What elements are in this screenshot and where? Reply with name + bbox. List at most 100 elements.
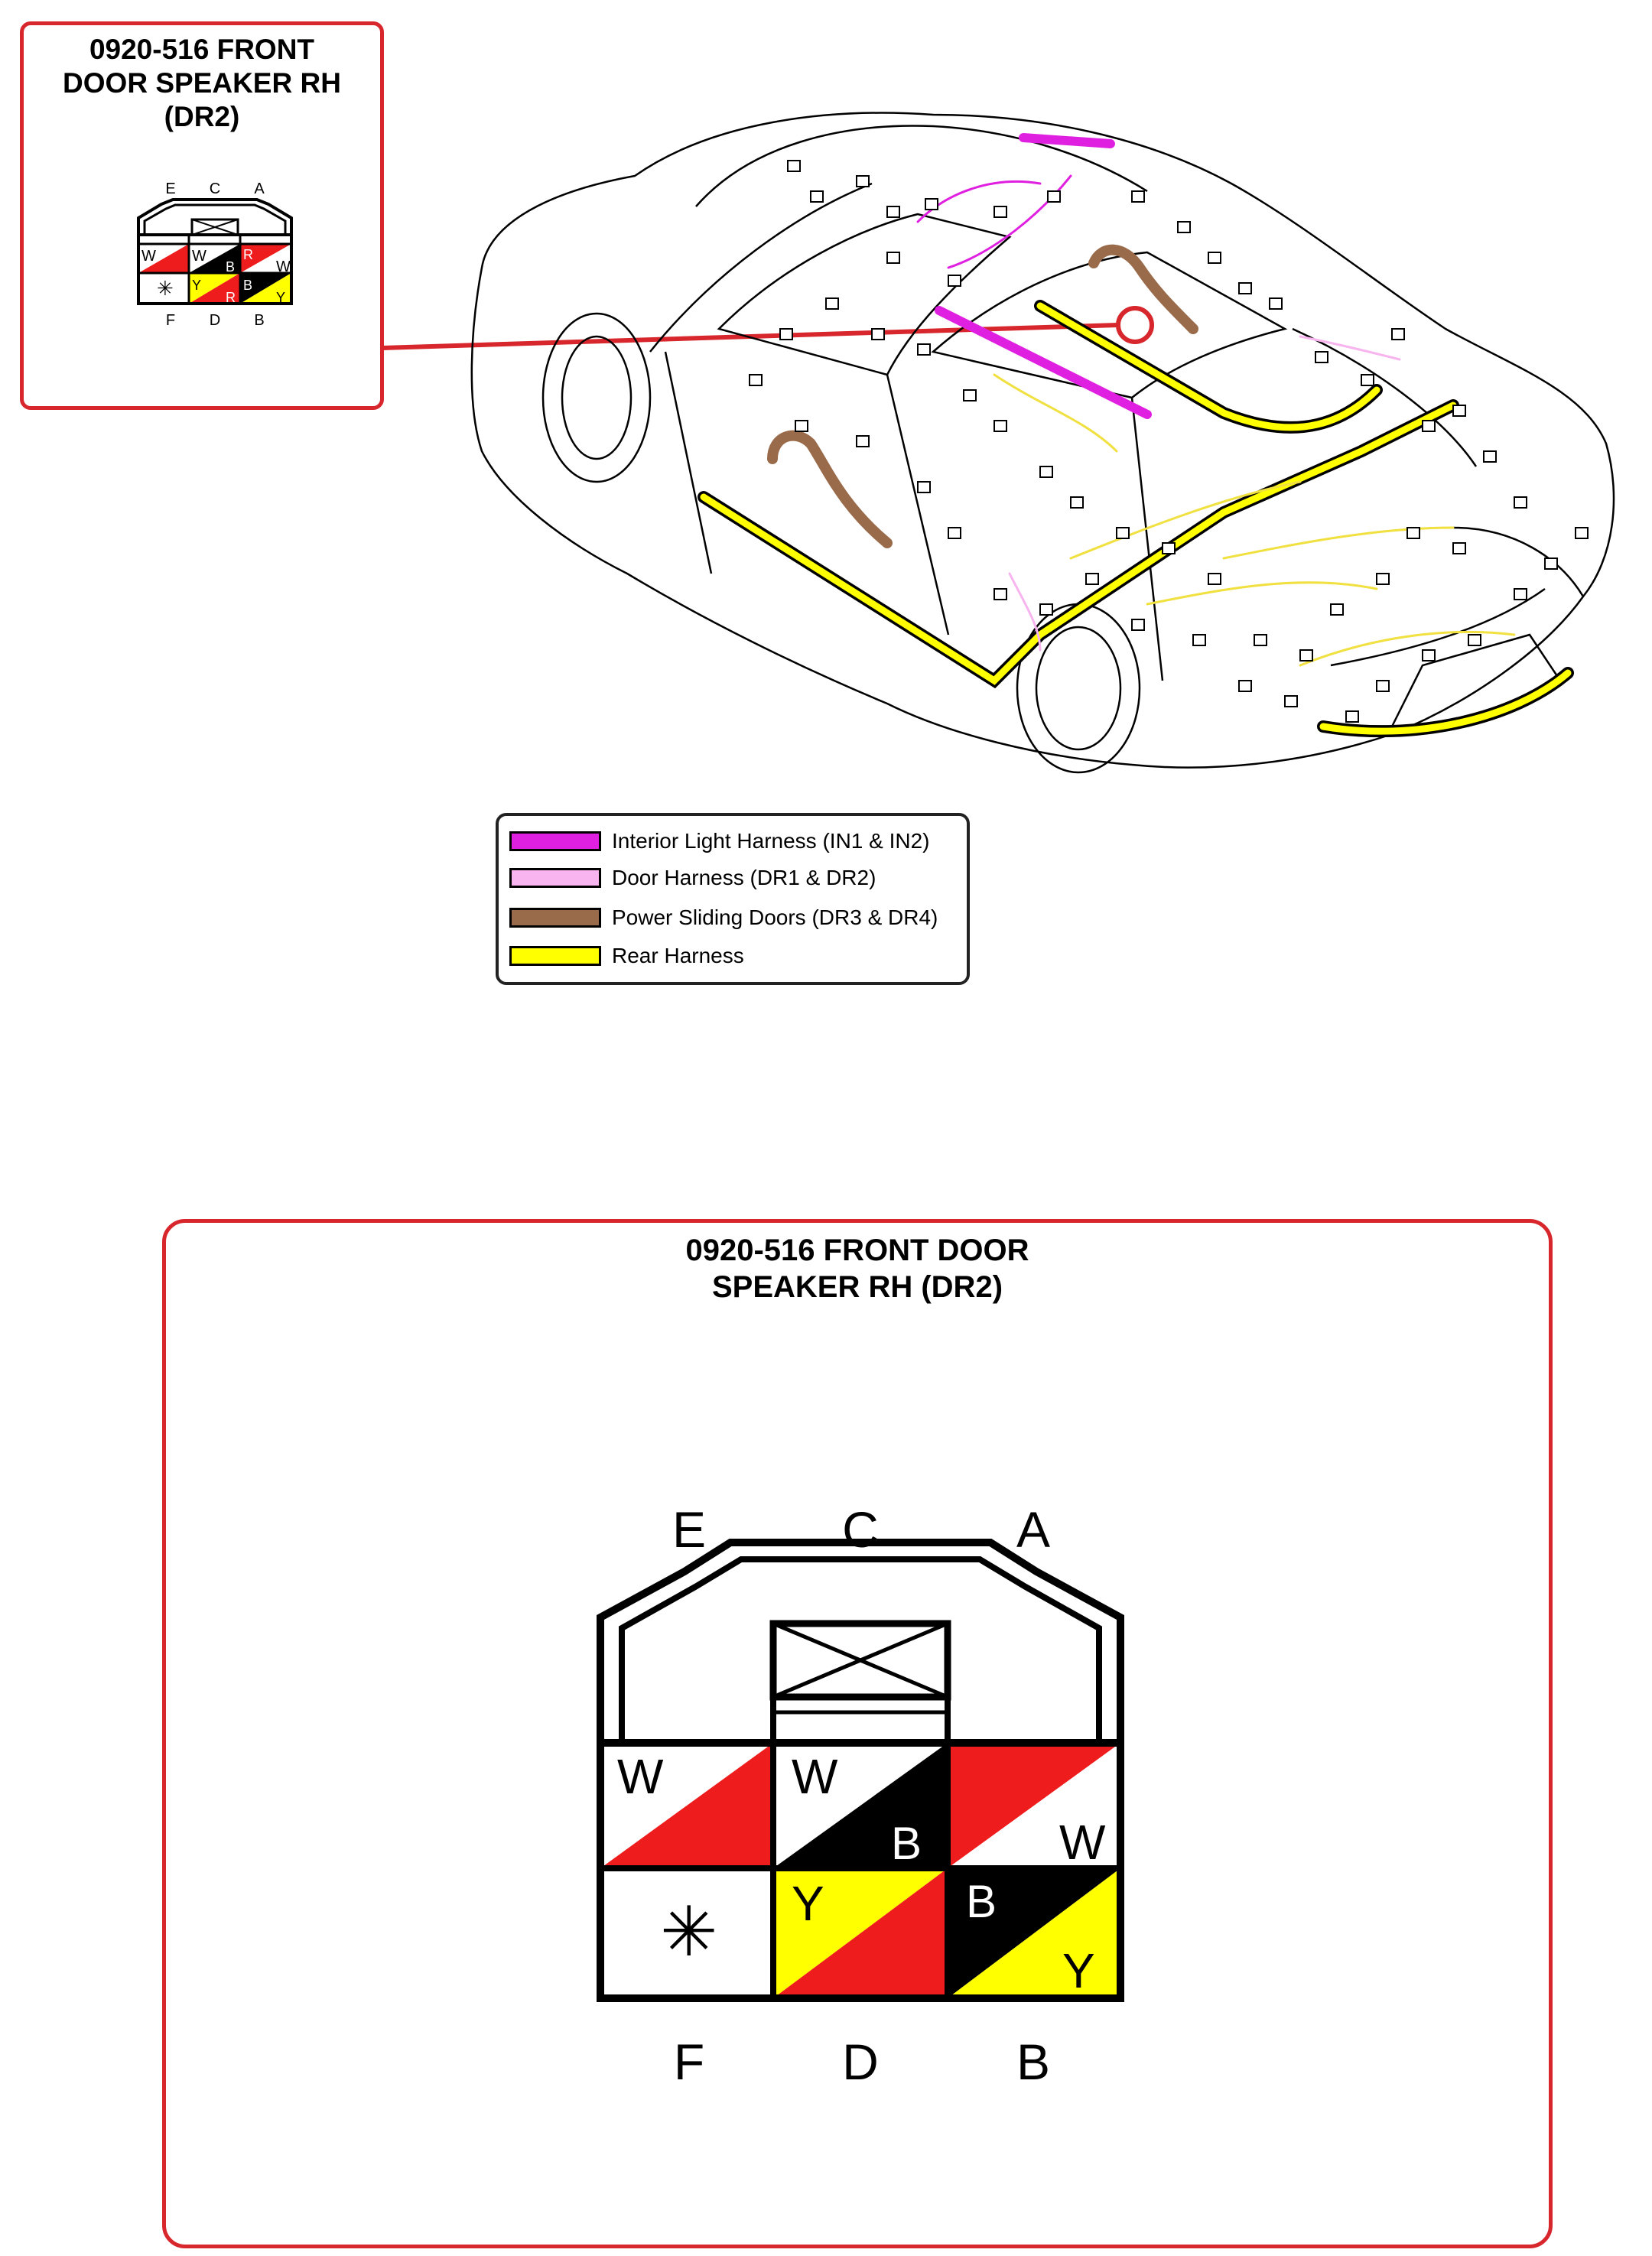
pin-a-cell xyxy=(948,1743,1120,1868)
harness-connector-glyph xyxy=(856,435,870,447)
harness-connector-glyph xyxy=(993,206,1007,218)
harness-connector-glyph xyxy=(1452,405,1466,417)
large-title-line1: 0920-516 FRONT DOOR xyxy=(685,1234,1029,1267)
harness-connector-glyph xyxy=(948,527,961,539)
harness-connector-glyph xyxy=(917,343,931,356)
label-b: B xyxy=(1016,2033,1050,2090)
harness-connector-glyph xyxy=(1131,190,1145,203)
harness-connector-glyph xyxy=(1284,695,1298,707)
harness-connector-glyph xyxy=(1039,603,1053,616)
harness-connector-glyph xyxy=(1468,634,1481,646)
pin-e-cell xyxy=(600,1743,773,1868)
harness-connector-glyph xyxy=(749,374,763,386)
harness-connector-glyph xyxy=(1085,573,1099,585)
harness-connector-glyph xyxy=(1238,680,1252,692)
legend-label-rear-harness: Rear Harness xyxy=(612,944,744,967)
small-title-line1: 0920-516 FRONT xyxy=(89,34,315,65)
harness-connector-glyph xyxy=(1254,634,1267,646)
legend-item-door-harness: Door Harness (DR1 & DR2) xyxy=(509,865,876,891)
pin-b-lower: Y xyxy=(1062,1943,1095,1998)
small-pin-e-lower: R xyxy=(177,259,187,275)
pin-f-cell xyxy=(600,1868,773,1998)
harness-connector-glyph xyxy=(810,190,824,203)
harness-connector-glyph xyxy=(1269,297,1283,310)
large-connector-panel: 0920-516 FRONT DOOR SPEAKER RH (DR2) xyxy=(162,1219,1553,2248)
harness-connector-glyph xyxy=(1238,282,1252,294)
harness-connector-glyph xyxy=(886,206,900,218)
harness-connector-glyph xyxy=(886,252,900,264)
harness-connector-glyph xyxy=(871,328,885,340)
harness-connector-glyph xyxy=(1376,573,1390,585)
harness-connector-glyph xyxy=(1544,557,1558,570)
small-connector-callout: 0920-516 FRONT DOOR SPEAKER RH (DR2) W xyxy=(20,21,384,410)
pin-f-asterisk: ✳ xyxy=(660,1894,717,1971)
harness-connector-glyph xyxy=(779,328,793,340)
small-title-line2: DOOR SPEAKER RH xyxy=(63,67,341,99)
harness-connector-glyph xyxy=(787,160,801,172)
harness-connector-glyph xyxy=(1177,221,1191,233)
legend-swatch-interior-light xyxy=(509,831,601,851)
harness-connector-glyph xyxy=(1330,603,1344,616)
legend-label-power-sliding-doors: Power Sliding Doors (DR3 & DR4) xyxy=(612,905,938,929)
small-pin-e-upper: W xyxy=(141,248,156,265)
harness-connector-glyph xyxy=(1452,542,1466,554)
small-pin-f-mark: ✳ xyxy=(157,277,174,300)
legend-swatch-rear-harness xyxy=(509,946,601,966)
legend-label-interior-light: Interior Light Harness (IN1 & IN2) xyxy=(612,829,930,853)
small-pin-b-lower: Y xyxy=(276,290,285,305)
large-panel-title: 0920-516 FRONT DOOR SPEAKER RH (DR2) xyxy=(166,1232,1549,1305)
harness-connector-glyph xyxy=(856,175,870,187)
harness-connector-glyph xyxy=(1376,680,1390,692)
harness-connector-glyph xyxy=(948,275,961,287)
label-e: E xyxy=(672,1501,706,1558)
harness-connector-glyph xyxy=(1391,328,1405,340)
harness-connector-glyph xyxy=(1361,374,1374,386)
small-pin-d-lower: R xyxy=(226,290,236,305)
harness-connector-glyph xyxy=(993,420,1007,432)
pin-a-lower: W xyxy=(1059,1815,1106,1870)
legend-swatch-door-harness xyxy=(509,868,601,888)
small-callout-title: 0920-516 FRONT DOOR SPEAKER RH (DR2) xyxy=(24,33,380,134)
pin-c-upper: W xyxy=(792,1749,838,1804)
label-d: D xyxy=(842,2033,879,2090)
pin-e-upper: W xyxy=(617,1749,664,1804)
small-pin-c-lower: B xyxy=(226,259,235,275)
harness-connector-glyph xyxy=(1514,588,1527,600)
label-a: A xyxy=(1016,1501,1050,1558)
pin-c-cell xyxy=(773,1743,948,1868)
small-label-b: B xyxy=(254,312,264,329)
harness-connector-glyph xyxy=(917,481,931,493)
harness-connector-glyph xyxy=(1422,420,1436,432)
small-label-a: A xyxy=(254,180,265,197)
pin-b-cell xyxy=(948,1868,1120,1998)
harness-connector-glyph xyxy=(1514,496,1527,509)
legend-item-interior-light: Interior Light Harness (IN1 & IN2) xyxy=(509,828,930,854)
small-pin-a-upper: R xyxy=(243,247,253,262)
small-pin-c-upper: W xyxy=(192,248,206,265)
harness-connector-glyph xyxy=(1162,542,1176,554)
small-title-line3: (DR2) xyxy=(164,101,240,132)
harness-connector-glyph xyxy=(1299,649,1313,662)
pin-d-upper: Y xyxy=(792,1876,824,1931)
harness-connector-glyph xyxy=(1345,710,1359,723)
harness-connector-glyph xyxy=(1315,351,1328,363)
pin-d-cell xyxy=(773,1868,948,1998)
large-connector-diagram: W R W B R W ✳ Y R B Y E C A F D B xyxy=(597,1501,1124,2090)
small-connector-diagram: W R W B R W ✳ Y R B Y E C A F D B xyxy=(137,180,293,329)
harness-connector-glyph xyxy=(1131,619,1145,631)
harness-connector-glyph xyxy=(825,297,839,310)
harness-connector-glyph xyxy=(1208,252,1221,264)
small-pin-d-upper: Y xyxy=(192,278,201,293)
legend-label-door-harness: Door Harness (DR1 & DR2) xyxy=(612,866,876,889)
harness-connector-glyph xyxy=(1406,527,1420,539)
harness-connector-glyph xyxy=(1192,634,1206,646)
pin-b-upper: B xyxy=(966,1876,997,1927)
harness-connector-glyph xyxy=(1070,496,1084,509)
harness-connector-glyph xyxy=(963,389,977,401)
vehicle-harness-illustration xyxy=(470,112,1615,774)
harness-connector-glyph xyxy=(795,420,808,432)
pin-a-upper: R xyxy=(966,1747,999,1799)
small-pin-b-upper: B xyxy=(243,278,252,293)
small-pin-a-lower: W xyxy=(276,258,291,275)
harness-connector-glyph xyxy=(1422,649,1436,662)
